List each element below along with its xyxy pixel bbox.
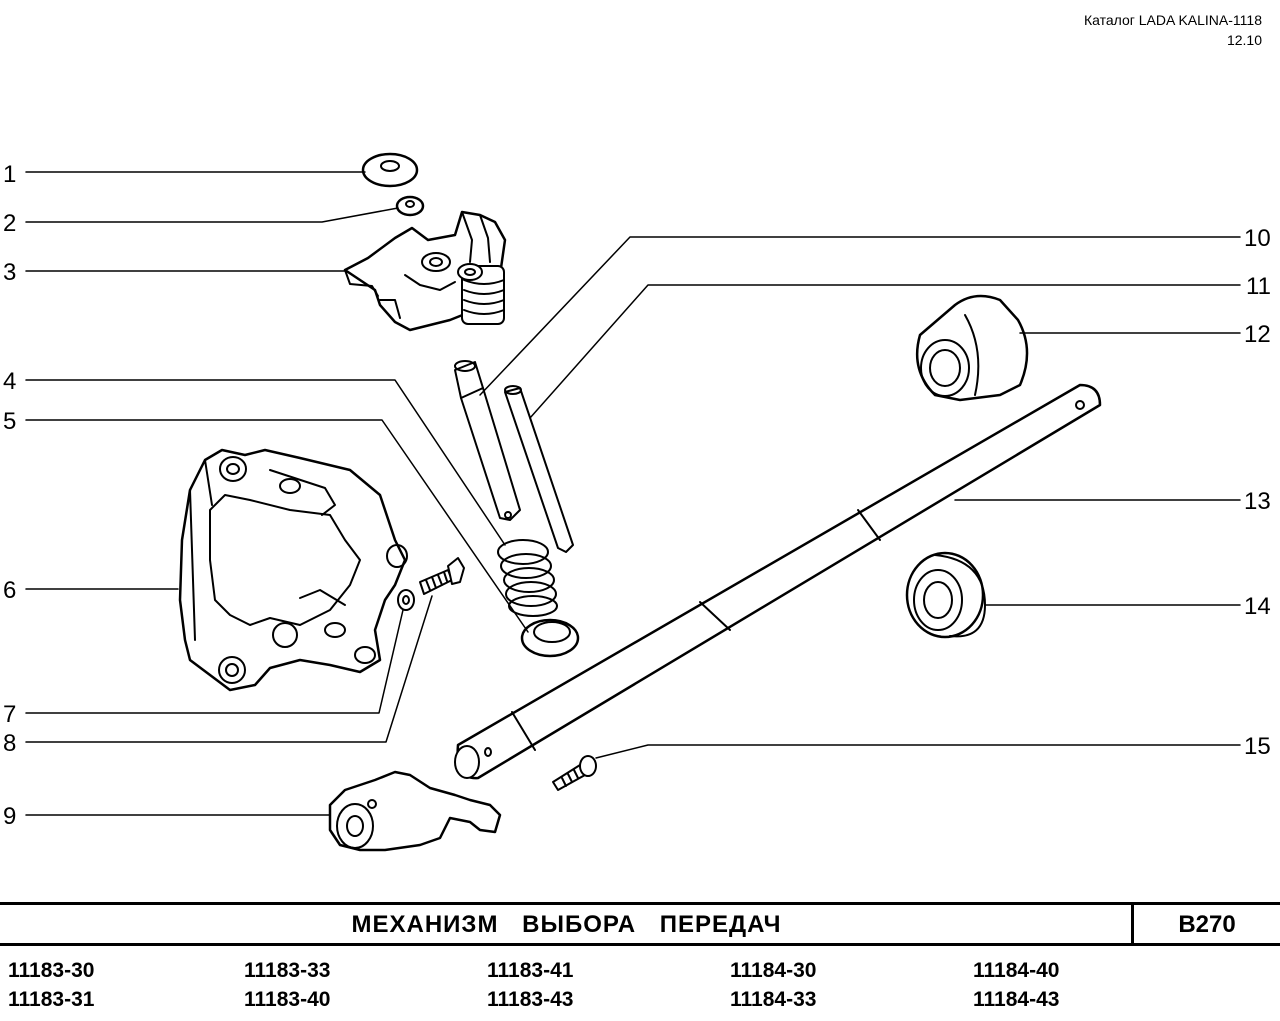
part-spring-seat <box>520 618 580 658</box>
model-column: 11184-40 11184-43 <box>973 956 1059 1014</box>
part-selector-shaft <box>454 383 1102 780</box>
part-lever-bracket <box>343 210 507 332</box>
model-column: 11183-33 11183-40 <box>244 956 330 1014</box>
part-washer-small <box>395 195 425 217</box>
callout-4: 4 <box>3 368 16 395</box>
model-column: 11183-41 11183-43 <box>487 956 573 1014</box>
model-code: 11184-33 <box>730 988 817 1011</box>
part-shift-lever <box>328 770 502 852</box>
model-code: 11183-30 <box>8 959 95 982</box>
title-divider <box>1131 905 1134 943</box>
callout-13: 13 <box>1244 488 1271 515</box>
callout-5: 5 <box>3 408 16 435</box>
callout-9: 9 <box>3 803 16 830</box>
catalog-date: 12.10 <box>1226 32 1262 48</box>
part-spring <box>497 539 558 617</box>
page-title: МЕХАНИЗМ ВЫБОРА ПЕРЕДАЧ <box>351 911 782 938</box>
part-washer-large <box>361 152 419 188</box>
model-column: 11184-30 11184-33 <box>730 956 816 1014</box>
section-code: B270 <box>1178 911 1236 938</box>
callout-numbers: 1 2 3 4 5 6 7 8 9 10 11 12 13 14 15 <box>3 161 1271 830</box>
model-code: 11183-41 <box>487 959 574 982</box>
parts-diagram: 1 2 3 4 5 6 7 8 9 10 11 12 13 14 15 <box>3 152 1271 852</box>
model-code: 11184-43 <box>973 988 1060 1011</box>
model-code: 11183-33 <box>244 959 331 982</box>
title-bar: МЕХАНИЗМ ВЫБОРА ПЕРЕДАЧ B270 <box>0 902 1280 946</box>
callout-11: 11 <box>1246 273 1271 300</box>
part-pin-small <box>504 385 574 553</box>
model-code: 11184-30 <box>730 959 817 982</box>
callout-3: 3 <box>3 259 16 286</box>
part-spring-washer <box>397 589 415 611</box>
model-code: 11183-40 <box>244 988 331 1011</box>
callout-2: 2 <box>3 210 16 237</box>
model-code: 11183-43 <box>487 988 574 1011</box>
model-list: 11183-30 11183-31 11183-33 11183-40 1118… <box>0 952 1280 1016</box>
callout-10: 10 <box>1244 225 1271 252</box>
callout-12: 12 <box>1244 321 1271 348</box>
model-code: 11183-31 <box>8 988 95 1011</box>
leader-lines <box>25 171 1241 816</box>
callout-8: 8 <box>3 730 16 757</box>
part-bolt <box>419 557 465 595</box>
part-bearing <box>905 551 986 639</box>
part-selector-frame <box>178 448 408 692</box>
model-code: 11184-40 <box>973 959 1060 982</box>
callout-6: 6 <box>3 577 16 604</box>
part-screw <box>552 755 597 791</box>
catalog-header: Каталог LADA KALINA-1118 12.10 <box>1084 10 1262 50</box>
callout-7: 7 <box>3 701 16 728</box>
callout-15: 15 <box>1244 733 1271 760</box>
part-pin-large <box>454 360 521 521</box>
part-bushing <box>915 294 1029 402</box>
model-column: 11183-30 11183-31 <box>8 956 94 1014</box>
callout-1: 1 <box>3 161 16 188</box>
catalog-name: Каталог LADA KALINA-1118 <box>1083 12 1262 28</box>
callout-14: 14 <box>1244 593 1271 620</box>
